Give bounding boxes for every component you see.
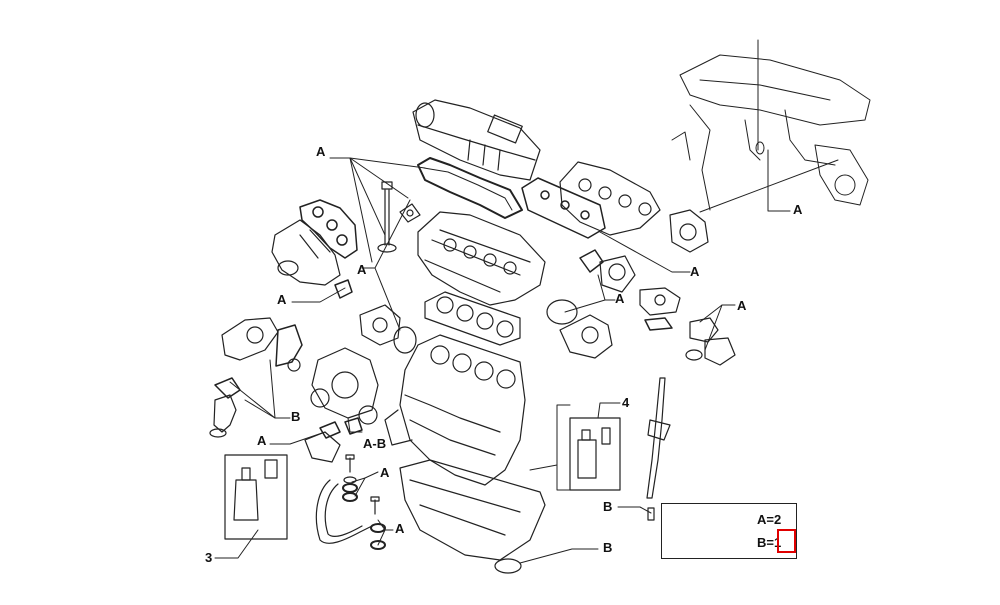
intake-gasket: [521, 177, 606, 239]
inset-assembly: [671, 54, 871, 211]
gasket-turbo-b: [344, 417, 363, 435]
kit-4-sealant: [569, 417, 621, 491]
callout-b-right-upper: B: [603, 499, 613, 514]
o-ring-right: [546, 299, 578, 325]
legend-b-quantity: B=1: [757, 535, 782, 550]
bolt-upper: [343, 454, 357, 484]
egr-gasket-right: [644, 317, 673, 331]
kit-3-sealant: [224, 454, 288, 540]
leader-lines: [214, 39, 839, 564]
egr-fitting-lower: [685, 317, 736, 366]
turbocharger: [310, 347, 379, 425]
callout-b-right-lower: B: [603, 540, 613, 555]
callout-a-pipe-upper: A: [380, 465, 390, 480]
dipstick-bolt: [647, 507, 655, 521]
bracket: [304, 431, 341, 463]
egr-fitting-upper: [639, 287, 681, 316]
valve-cover-gasket: [417, 157, 523, 219]
valve-cover: [412, 99, 541, 181]
exhaust-manifold: [271, 219, 341, 286]
thermostat-housing: [559, 314, 613, 359]
callout-a-lower-left: A: [257, 433, 267, 448]
intake-manifold: [559, 161, 661, 236]
callout-a-intake-right: A: [690, 264, 700, 279]
quantity-legend: A=2 B=1: [661, 503, 797, 559]
o-ring-center: [393, 326, 417, 354]
callout-a-center: A: [357, 262, 367, 277]
highlight-marker: [777, 529, 796, 553]
callout-a-top-left: A: [316, 144, 326, 159]
egr-gasket-small: [399, 203, 421, 223]
oil-pump: [221, 317, 279, 361]
callout-a-b-lower-mid: A-B: [363, 436, 387, 451]
head-gasket-upper: [424, 291, 521, 346]
egr-pipe-left: [209, 377, 241, 438]
callout-kit-4: 4: [622, 395, 630, 410]
seal-ring: [287, 358, 301, 372]
egr-valve: [599, 255, 636, 293]
callout-kit-3: 3: [205, 550, 213, 565]
thermostat-gasket: [579, 249, 604, 273]
callout-a-top-right-inset: A: [793, 202, 803, 217]
o-ring-bottom: [494, 558, 522, 574]
washer-pair-upper: [342, 483, 358, 502]
valve: [377, 181, 397, 253]
water-pump: [359, 304, 401, 346]
callout-a-pipe-lower: A: [395, 521, 405, 536]
gasket-left-small: [334, 279, 353, 299]
callout-a-left-mid: A: [277, 292, 287, 307]
washer-pair-lower: [370, 523, 386, 550]
dipstick-tube: [646, 377, 671, 499]
throttle-body: [669, 209, 709, 253]
oil-pan: [399, 459, 546, 561]
engine-block: [384, 334, 526, 486]
exhaust-manifold-gasket: [299, 199, 358, 259]
bolt-lower: [370, 496, 380, 515]
oil-return-pipe: [315, 479, 373, 544]
pump-gasket: [275, 324, 303, 367]
gasket-turbo: [319, 421, 341, 439]
callout-a-right-egr: A: [737, 298, 747, 313]
cylinder-head: [417, 211, 546, 306]
legend-a-quantity: A=2: [757, 512, 782, 527]
callout-b-left: B: [291, 409, 301, 424]
callout-a-thermostat: A: [615, 291, 625, 306]
